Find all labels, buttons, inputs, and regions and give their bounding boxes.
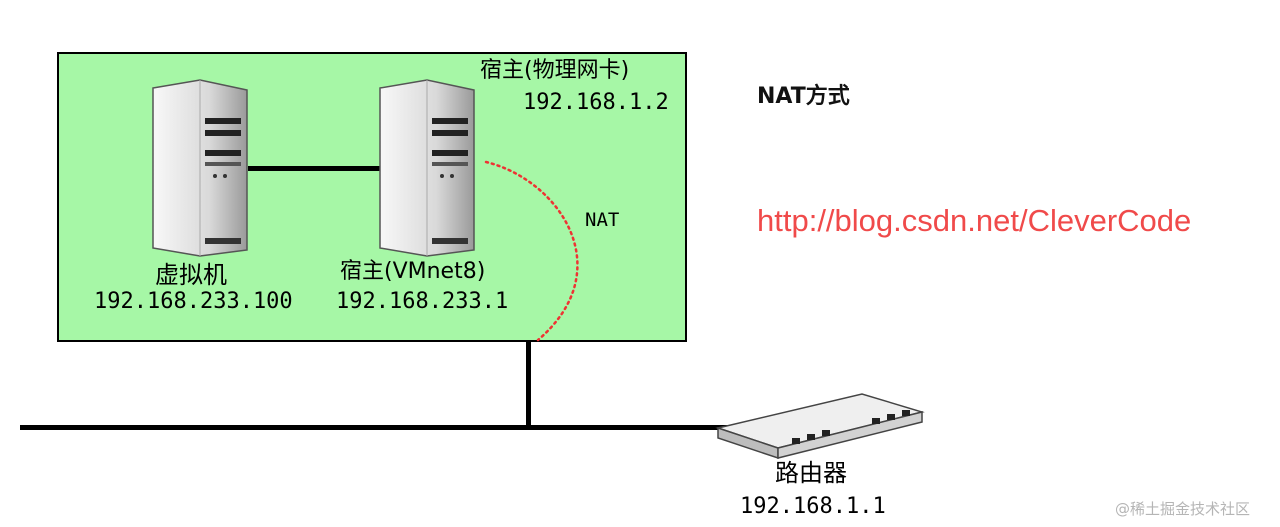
source-url: http://blog.csdn.net/CleverCode: [757, 203, 1192, 238]
host-physical-title: 宿主(物理网卡): [480, 58, 630, 83]
nat-label: NAT: [585, 209, 620, 231]
watermark-text: @稀土掘金技术社区: [1115, 500, 1251, 518]
host-vmnet-ip: 192.168.233.1: [336, 289, 509, 314]
mode-title: NAT方式: [757, 84, 850, 109]
server-icon: [379, 79, 475, 257]
lan-line: [20, 425, 740, 430]
router-name-label: 路由器: [775, 459, 847, 487]
host-uplink-line: [526, 342, 531, 428]
router-ip-label: 192.168.1.1: [740, 494, 886, 519]
host-vmnet-title: 宿主(VMnet8): [340, 259, 486, 284]
vm-to-vmnet-link: [248, 166, 388, 171]
host-physical-ip: 192.168.1.2: [523, 90, 669, 115]
vm-name-label: 虚拟机: [155, 261, 227, 289]
server-icon: [152, 79, 248, 257]
vm-ip-label: 192.168.233.100: [94, 289, 293, 314]
router-icon: [715, 393, 925, 460]
